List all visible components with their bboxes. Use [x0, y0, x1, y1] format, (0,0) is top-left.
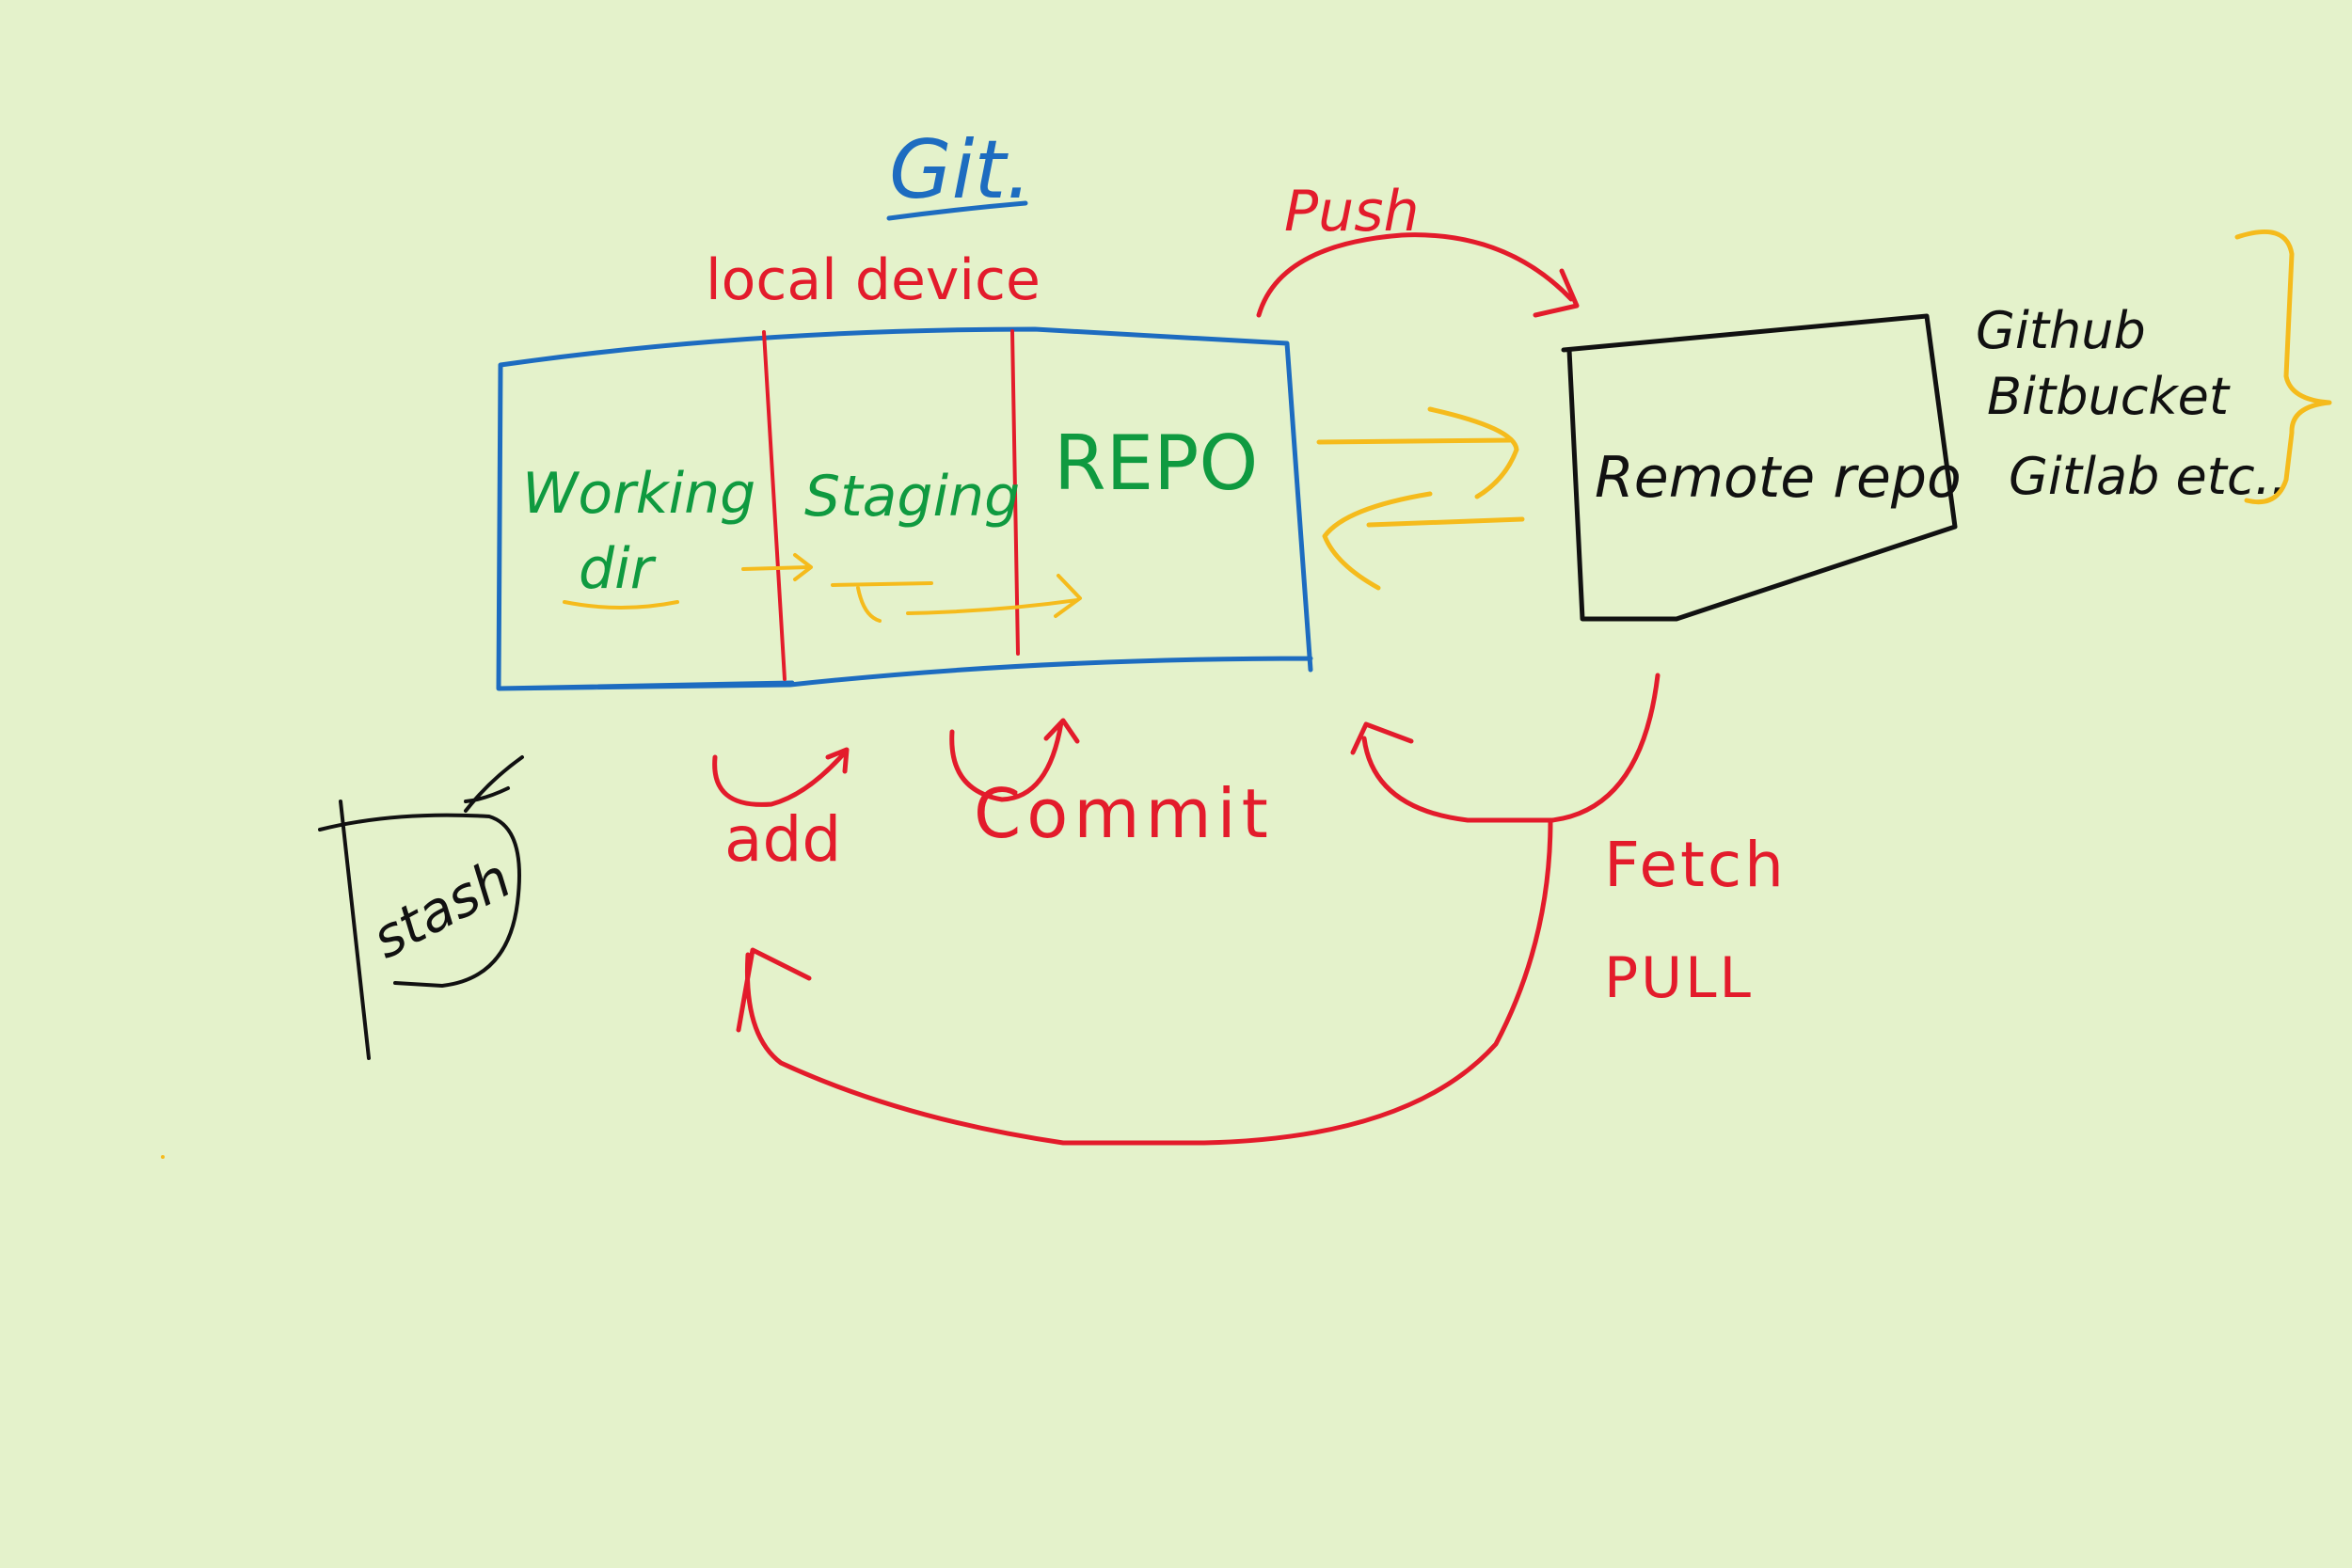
- fetch-label: Fetch: [1604, 829, 1787, 901]
- working-dir-label-line2: dir: [579, 536, 657, 602]
- working-dir-underline: [563, 600, 679, 610]
- local-device-label: local device: [706, 247, 1041, 313]
- remote-repo-box: [1561, 313, 1958, 622]
- divider-staging-repo: [1010, 329, 1020, 656]
- commit-label: Commit: [974, 774, 1274, 853]
- stash-drawing: [318, 755, 524, 1060]
- sync-arrow-to-remote: [1316, 406, 1519, 499]
- arrow-staging-to-repo: [831, 574, 1082, 623]
- push-arrow: [1256, 232, 1580, 318]
- diagram-title: Git.: [889, 123, 1032, 217]
- add-label: add: [724, 803, 841, 876]
- repo-label: REPO: [1054, 420, 1258, 507]
- pull-label: PULL: [1604, 945, 1754, 1011]
- host-gitlab: Gitlab etc..: [2009, 447, 2287, 506]
- commit-arrow: [949, 718, 1080, 802]
- local-device-box: [496, 326, 1313, 691]
- fetch-arrow: [1350, 673, 1661, 823]
- sync-arrow-to-local: [1322, 491, 1525, 591]
- working-dir-label: Working: [522, 461, 755, 527]
- host-github: Github: [1976, 301, 2146, 360]
- arrow-working-to-staging: [741, 553, 813, 581]
- title-underline: [886, 200, 1028, 221]
- stash-label: stash: [362, 846, 521, 971]
- pull-arrow: [736, 817, 1553, 1146]
- staging-label: Staging: [804, 464, 1020, 530]
- divider-working-staging: [762, 330, 787, 681]
- stray-dot: [161, 1155, 165, 1159]
- host-bitbucket: Bitbucket: [1987, 367, 2231, 426]
- add-arrow: [712, 747, 850, 807]
- remote-repo-label: Remote repo: [1595, 445, 1962, 511]
- hosts-brace: [2234, 229, 2332, 505]
